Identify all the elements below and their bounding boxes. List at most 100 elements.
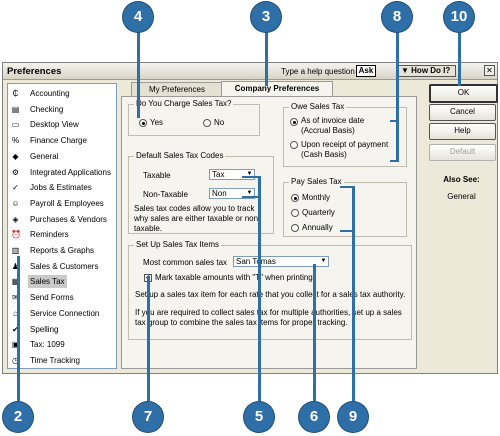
also-see-general-link[interactable]: General: [447, 192, 476, 201]
most-common-tax-select[interactable]: San Tomas ▼: [233, 256, 329, 267]
sidebar-item-label: Purchases & Vendors: [30, 214, 107, 224]
callout-5: 5: [244, 402, 274, 432]
callout-5-bracket-bottom: [242, 196, 260, 198]
owe-sales-tax-title: Owe Sales Tax: [289, 102, 347, 111]
category-icon: ✓: [12, 183, 19, 193]
sidebar-item-label: General: [30, 151, 59, 161]
sidebar-item-label: Accounting: [30, 89, 70, 98]
tab-company-preferences[interactable]: Company Preferences: [221, 81, 333, 97]
window-title: Preferences: [7, 66, 62, 77]
sidebar-item-sales-tax[interactable]: ▦Sales Tax: [8, 275, 116, 289]
sidebar-item-payroll-employees[interactable]: ☺ Payroll & Employees: [8, 197, 116, 210]
sidebar-item-spelling[interactable]: ✔Spelling: [8, 323, 116, 336]
sidebar-item-label: Integrated Applications: [30, 167, 111, 177]
sidebar-item-service-connection[interactable]: ⌂Service Connection: [8, 307, 116, 320]
owe-cash-label-1: Upon receipt of payment: [301, 140, 389, 149]
chevron-down-icon: ▼: [320, 258, 327, 264]
chevron-down-icon: ▼: [246, 190, 253, 196]
also-see-title: Also See:: [443, 175, 480, 184]
callout-7-leader: [147, 276, 150, 401]
taxable-code-value: Tax: [212, 170, 225, 179]
callout-5-leader: [258, 176, 261, 401]
sales-tax-items-group: Set Up Sales Tax Items Most common sales…: [128, 240, 412, 340]
default-tax-codes-group: Default Sales Tax Codes Taxable Tax ▼ No…: [128, 151, 274, 234]
preferences-window: Preferences Type a help question Ask ▼ H…: [2, 62, 498, 374]
sidebar-item-label: Reports & Graphs: [30, 246, 95, 255]
callout-9-bracket-bottom: [340, 230, 354, 232]
category-icon: ₵: [12, 89, 19, 98]
how-do-i-label: How Do I?: [411, 66, 451, 75]
pay-annually-radio[interactable]: [291, 224, 299, 232]
sidebar-item-purchases-vendors[interactable]: ◈ Purchases & Vendors: [8, 213, 116, 226]
cancel-button[interactable]: Cancel: [429, 104, 496, 121]
pay-sales-tax-group: Pay Sales Tax Monthly Quarterly Annually: [283, 177, 407, 237]
sidebar-item-label: Send Forms: [30, 293, 74, 303]
owe-sales-tax-group: Owe Sales Tax As of invoice date (Accrua…: [283, 102, 407, 167]
sidebar-item-tax-1099[interactable]: ▣Tax: 1099: [8, 338, 116, 351]
charge-sales-tax-group: Do You Charge Sales Tax? Yes No: [128, 99, 260, 136]
category-icon: ⚙: [11, 167, 20, 177]
help-button[interactable]: Help: [429, 123, 496, 140]
most-common-tax-value: San Tomas: [236, 257, 276, 266]
sidebar-item-send-forms[interactable]: ✉Send Forms: [8, 291, 116, 304]
callout-5-bracket-top: [242, 176, 260, 178]
most-common-tax-label: Most common sales tax: [143, 258, 228, 267]
callout-2-leader: [17, 256, 20, 401]
charge-no-radio[interactable]: [203, 119, 211, 127]
callout-9-bracket-top: [340, 186, 354, 188]
sidebar-item-label: Sales & Customers: [30, 261, 99, 271]
callout-8-bracket-bottom: [390, 160, 398, 162]
callout-8: 8: [382, 2, 412, 32]
ok-button[interactable]: OK: [429, 84, 498, 103]
charge-yes-radio[interactable]: [139, 119, 147, 127]
sidebar-item-desktop-view[interactable]: ▭Desktop View: [8, 118, 116, 131]
callout-4-leader: [137, 30, 140, 118]
category-icon: ▥: [11, 246, 20, 255]
taxable-code-select[interactable]: Tax ▼: [209, 169, 255, 180]
pay-monthly-radio[interactable]: [291, 194, 299, 202]
ask-button[interactable]: Ask: [356, 65, 376, 77]
owe-cash-label-2: (Cash Basis): [301, 150, 347, 159]
category-icon: ✔: [12, 324, 19, 334]
sidebar-item-label: Payroll & Employees: [30, 198, 104, 208]
callout-9-leader: [352, 186, 355, 401]
default-button: Default: [429, 144, 496, 161]
sidebar-item-accounting[interactable]: ₵ Accounting: [8, 87, 116, 100]
sidebar-item-sales-customers[interactable]: ♟ Sales & Customers: [8, 260, 116, 273]
owe-accrual-radio[interactable]: [290, 118, 298, 126]
category-icon: ◈: [12, 214, 19, 224]
category-icon: ♟: [11, 261, 20, 271]
sidebar-item-general[interactable]: ◆General: [8, 150, 116, 163]
owe-accrual-label-1: As of invoice date: [301, 116, 365, 125]
category-icon: ▦: [11, 277, 20, 287]
sidebar-item-label: Jobs & Estimates: [30, 183, 92, 193]
sales-tax-item-info-2: If you are required to collect sales tax…: [135, 308, 402, 327]
sidebar-item-reminders[interactable]: ⏰Reminders: [8, 228, 116, 241]
charge-sales-tax-title: Do You Charge Sales Tax?: [134, 99, 234, 108]
sales-tax-item-info-1: Set up a sales tax item for each rate th…: [135, 290, 406, 299]
sidebar-item-label: Time Tracking: [30, 355, 80, 365]
sidebar-item-time-tracking[interactable]: ◷Time Tracking: [8, 354, 116, 367]
preference-tabs: My Preferences Company Preferences: [121, 81, 421, 97]
sidebar-item-finance-charge[interactable]: %Finance Charge: [8, 134, 116, 147]
category-icon: ▤: [11, 104, 20, 114]
callout-2: 2: [3, 402, 33, 432]
callout-8-bracket-top: [390, 120, 398, 122]
how-do-i-button[interactable]: ▼ How Do I?: [398, 65, 456, 77]
category-icon: ⏰: [11, 230, 21, 240]
sidebar-item-reports-graphs[interactable]: ▥ Reports & Graphs: [8, 244, 116, 257]
tab-my-preferences[interactable]: My Preferences: [131, 82, 223, 97]
sidebar-item-label: Checking: [30, 104, 64, 114]
callout-6: 6: [299, 402, 329, 432]
callout-4: 4: [123, 2, 153, 32]
sidebar-item-jobs-estimates[interactable]: ✓ Jobs & Estimates: [8, 181, 116, 194]
close-icon[interactable]: ✕: [484, 65, 495, 76]
non-taxable-code-select[interactable]: Non ▼: [209, 188, 255, 199]
category-icon: ☺: [11, 198, 20, 208]
owe-cash-radio[interactable]: [290, 141, 298, 149]
callout-10: 10: [444, 2, 474, 32]
sidebar-item-checking[interactable]: ▤ Checking: [8, 103, 116, 116]
sidebar-item-integrated-applications[interactable]: ⚙ Integrated Applications: [8, 166, 116, 179]
charge-yes-label: Yes: [150, 118, 164, 127]
pay-quarterly-radio[interactable]: [291, 209, 299, 217]
